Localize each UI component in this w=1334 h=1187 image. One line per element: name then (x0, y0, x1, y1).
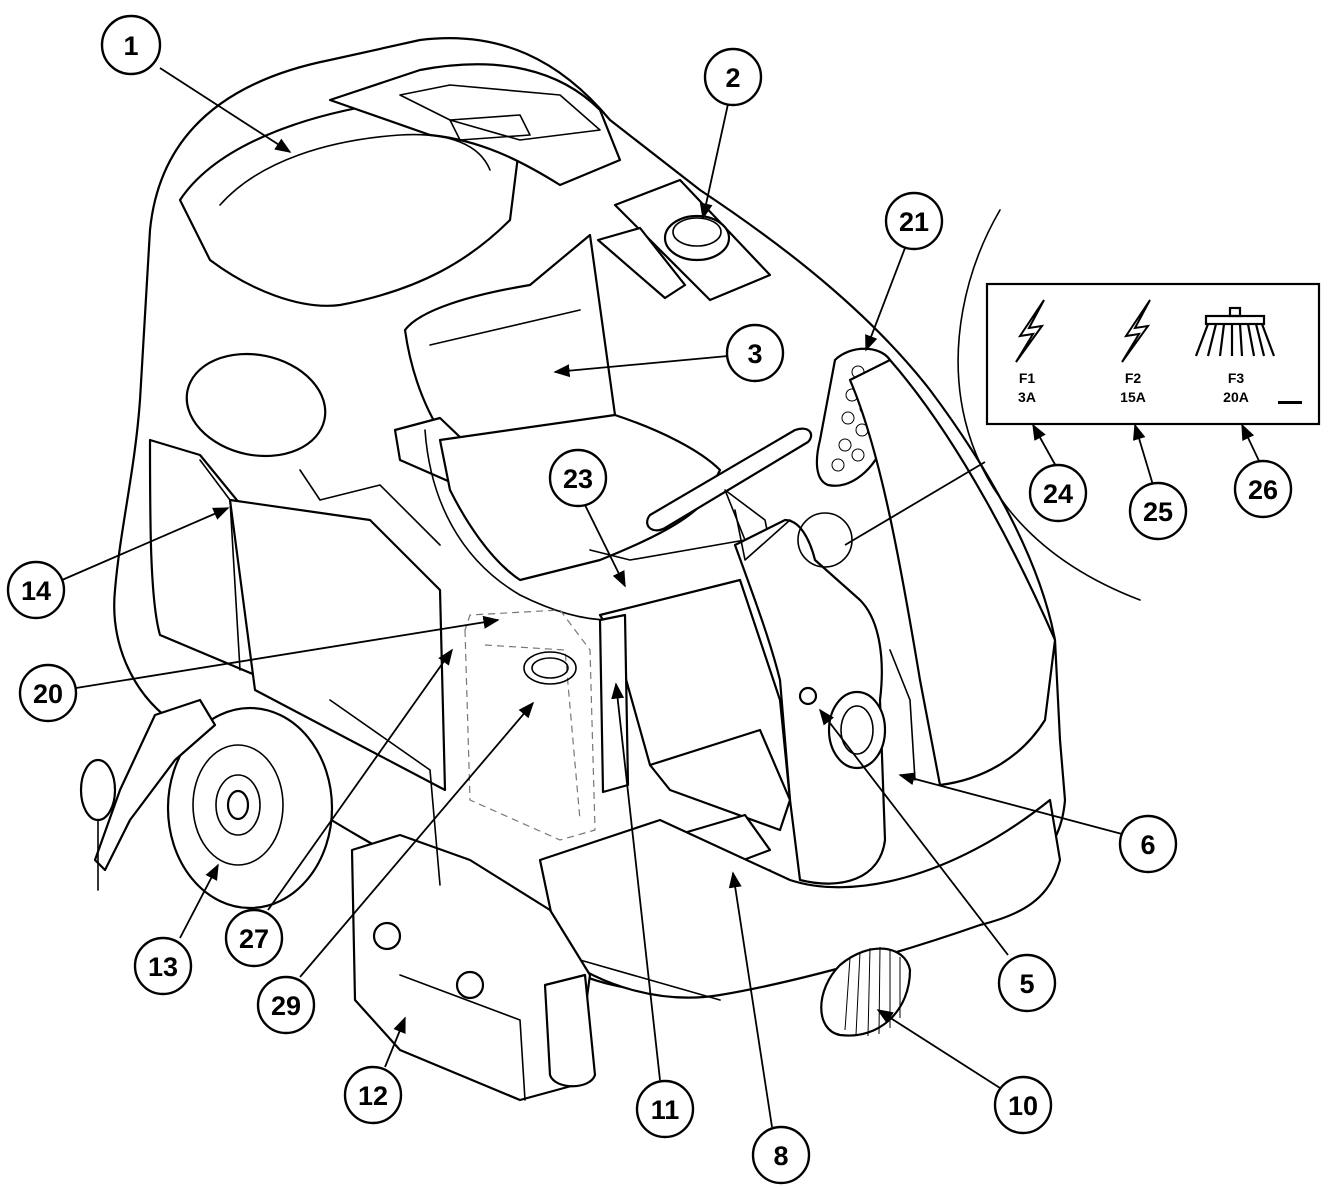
svg-text:29: 29 (271, 991, 301, 1021)
lightning-bolt-icon (1015, 299, 1045, 363)
callout-26: 26 (1233, 459, 1293, 519)
svg-text:20: 20 (33, 679, 63, 709)
fuse-1-rating: 3A (1018, 389, 1036, 405)
callout-6: 6 (1118, 814, 1178, 874)
svg-text:8: 8 (773, 1141, 788, 1171)
svg-text:6: 6 (1140, 830, 1155, 860)
fuse-2-rating: 15A (1120, 389, 1146, 405)
callout-8: 8 (751, 1125, 811, 1185)
svg-text:1: 1 (123, 31, 138, 61)
svg-text:3: 3 (747, 339, 762, 369)
callout-1: 1 (100, 14, 162, 76)
solution-tank (464, 609, 596, 841)
svg-text:25: 25 (1143, 497, 1173, 527)
svg-text:26: 26 (1248, 475, 1278, 505)
svg-text:14: 14 (21, 576, 51, 606)
callout-13: 13 (133, 936, 193, 996)
fuse-panel: F1 3A F2 15A F3 20A (985, 282, 1321, 426)
callout-14: 14 (6, 560, 66, 620)
steering-wheel (646, 427, 813, 532)
callout-2: 2 (703, 47, 763, 107)
fuse-3-name: F3 (1228, 370, 1245, 386)
callouts: 1 2 3 21 23 14 20 24 25 26 6 5 13 27 29 … (6, 14, 1293, 1185)
callout-24: 24 (1028, 463, 1088, 523)
svg-text:21: 21 (899, 207, 929, 237)
callout-20: 20 (18, 663, 78, 723)
svg-text:2: 2 (725, 63, 740, 93)
callout-21: 21 (884, 191, 944, 251)
callout-3: 3 (725, 323, 785, 383)
callout-11: 11 (635, 1079, 695, 1139)
callout-10: 10 (993, 1075, 1053, 1135)
callout-25: 25 (1128, 481, 1188, 541)
svg-text:5: 5 (1019, 969, 1034, 999)
fuse-1-name: F1 (1019, 370, 1036, 386)
svg-text:10: 10 (1008, 1091, 1038, 1121)
machine-drawing (79, 37, 1067, 1102)
fuse-2-name: F2 (1125, 370, 1142, 386)
leader-lines (61, 67, 1261, 1128)
svg-text:13: 13 (148, 952, 178, 982)
callout-12: 12 (343, 1065, 403, 1125)
svg-text:23: 23 (563, 464, 593, 494)
hood-top (178, 98, 522, 307)
fuse-3-rating: 20A (1223, 389, 1249, 405)
callout-5: 5 (997, 953, 1057, 1013)
rear-squeegee (93, 698, 217, 872)
callout-27: 27 (224, 908, 284, 968)
svg-text:12: 12 (358, 1081, 388, 1111)
callout-23: 23 (548, 448, 608, 508)
svg-text:11: 11 (651, 1095, 680, 1125)
svg-text:24: 24 (1043, 479, 1073, 509)
detail-arc (957, 209, 1141, 601)
detail-source-circle (797, 512, 853, 568)
lightning-bolt-icon (1121, 299, 1151, 363)
svg-text:27: 27 (239, 924, 269, 954)
brush-icon (1194, 306, 1276, 357)
callout-29: 29 (256, 975, 316, 1035)
